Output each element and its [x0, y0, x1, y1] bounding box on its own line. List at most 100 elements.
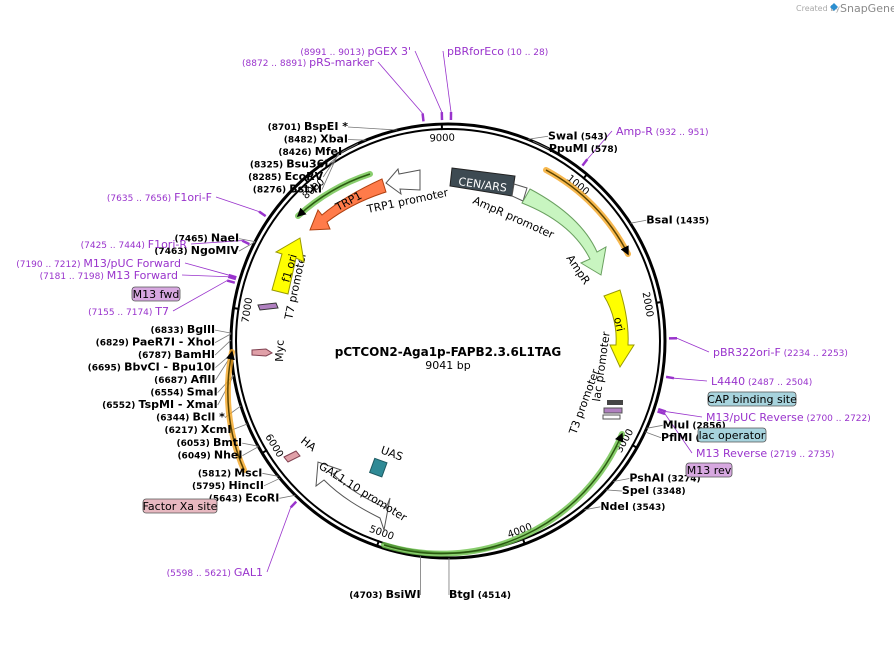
boxed-label-text: CAP binding site — [707, 393, 797, 406]
leader-line-enzyme — [527, 135, 549, 140]
leader-layer — [172, 50, 710, 595]
enzyme-position: (578) — [588, 145, 618, 155]
enzyme-label: (6829) PaeR7I - XhoI — [96, 336, 215, 349]
enzyme-name: EcoRI — [245, 491, 279, 504]
enzyme-position: (6695) — [88, 364, 124, 374]
primer-position: (5598 .. 5621) — [167, 569, 234, 579]
primer-name: F1ori-R — [148, 238, 188, 251]
feature-label-ha: HA — [298, 434, 319, 454]
leader-line-enzyme — [613, 478, 630, 482]
enzyme-name: SwaI — [548, 129, 578, 142]
primer-name: M13/pUC Reverse — [706, 411, 804, 424]
enzyme-name: BclI * — [193, 411, 226, 424]
enzyme-label: (8482) XbaI — [284, 133, 348, 146]
primer-label: (8991 .. 9013) pGEX 3' — [300, 45, 411, 58]
primer-name: M13/pUC Forward — [83, 257, 181, 270]
enzyme-label: (6695) BbvCI - Bpu10I — [88, 361, 216, 374]
enzyme-name: PshAI — [629, 472, 664, 485]
primer-label: (7190 .. 7212) M13/pUC Forward — [16, 257, 181, 270]
feature-label-gal1-10-promoter: GAL1,10 promoter — [316, 460, 409, 525]
enzyme-position: (4514) — [475, 591, 511, 601]
enzyme-label: (8325) Bsu36I — [250, 158, 329, 171]
enzyme-position: (3274) — [664, 475, 700, 485]
feature-uas — [368, 457, 388, 478]
feature-ampr — [521, 188, 607, 276]
snapgene-logo-icon — [830, 3, 838, 11]
orf-arrow-trp1 — [296, 173, 371, 218]
enzyme-label: MluI (2856) — [663, 418, 726, 431]
primer-leader — [181, 274, 229, 278]
tick-mark-5000 — [375, 540, 380, 548]
primer-position: (10 .. 28) — [504, 48, 548, 58]
enzyme-name: SpeI — [622, 484, 649, 497]
orf-arrow-ampr — [545, 169, 629, 256]
feature-label-ampr: AmpR — [564, 252, 593, 287]
feature-gal1-10-promoter — [315, 461, 391, 532]
leader-line-enzyme — [238, 241, 256, 252]
leader-line-enzyme — [347, 139, 366, 141]
leader-line-enzyme — [644, 431, 662, 439]
enzyme-position: (7463) — [154, 247, 190, 257]
primer-name: pBRforEco — [447, 45, 504, 58]
feature-ori — [603, 289, 635, 369]
enzyme-label: (5643) EcoRI — [209, 491, 280, 504]
enzyme-name: MscI — [234, 466, 262, 479]
boxed-label-bg — [685, 462, 733, 478]
enzyme-position: (3348) — [649, 487, 685, 497]
feature-label-trp1: TRP1 — [332, 189, 364, 214]
leader-line-enzyme — [215, 329, 232, 334]
primer-leader — [664, 413, 693, 454]
enzyme-position: (4703) — [349, 591, 385, 601]
enzyme-name: AflII — [191, 373, 216, 386]
created-by-text: Created by — [796, 4, 840, 13]
boxed-label-bg — [707, 391, 797, 407]
enzyme-name: TspMI - XmaI — [139, 398, 218, 411]
primer-position: (7190 .. 7212) — [16, 260, 83, 270]
primer-mark — [421, 113, 425, 122]
enzyme-label: NdeI (3543) — [600, 500, 665, 513]
feature-m13-rev-mark — [603, 407, 623, 414]
enzyme-position: (6554) — [150, 389, 186, 399]
enzyme-label: PpuMI (578) — [549, 142, 618, 155]
enzyme-position: (6687) — [154, 376, 190, 386]
primer-label: pBRforEco (10 .. 28) — [447, 45, 548, 58]
enzyme-position: (3543) — [629, 503, 665, 513]
enzyme-name: BstXI — [289, 183, 322, 196]
primer-label: Amp-R (932 .. 951) — [616, 125, 709, 138]
feature-t3-promoter-mark — [602, 414, 621, 420]
enzyme-label: BtgI (4514) — [449, 588, 511, 601]
enzyme-label: (6687) AflII — [154, 373, 215, 386]
enzyme-name: BamHI — [174, 348, 215, 361]
feature-ha — [283, 450, 301, 463]
primer-leader — [676, 337, 710, 353]
enzyme-position: (6217) — [164, 426, 200, 436]
enzyme-name: BbvCI - Bpu10I — [124, 361, 215, 374]
label-layer: SwaI (543)PpuMI (578) BsaI (1435) MluI (28… — [16, 45, 871, 601]
feature-t7-promoter — [257, 302, 279, 311]
primer-label: (8872 .. 8891) pRS-marker — [242, 56, 374, 69]
primer-leader — [215, 196, 260, 212]
enzyme-label: (7463) NgoMIV — [154, 244, 239, 257]
enzyme-label: BsaI (1435) — [646, 213, 709, 226]
primer-label: (7635 .. 7656) F1ori-F — [107, 191, 212, 204]
primer-leader — [414, 50, 443, 113]
tick-mark-1000 — [582, 172, 589, 180]
enzyme-position: (6552) — [102, 401, 138, 411]
enzyme-name: BsiWI — [386, 588, 421, 601]
enzyme-label: (6554) SmaI — [150, 386, 217, 399]
enzyme-label: (6787) BamHI — [138, 348, 215, 361]
primer-name: pGEX 3' — [367, 45, 411, 58]
feature-label-uas: UAS — [379, 444, 405, 464]
tick-label-6000: 6000 — [262, 432, 285, 459]
enzyme-name: EcoRV — [285, 170, 324, 183]
primer-mark — [241, 239, 250, 246]
enzyme-position: (8276) — [253, 186, 289, 196]
enzyme-name: BspEI * — [304, 120, 348, 133]
primer-leader — [442, 50, 452, 113]
orf-arrow-myc — [226, 350, 245, 471]
leader-line-enzyme — [242, 442, 259, 447]
enzyme-name: Bsu36I — [286, 158, 328, 171]
enzyme-label: SwaI (543) — [548, 129, 608, 142]
leader-line-enzyme — [584, 506, 601, 511]
